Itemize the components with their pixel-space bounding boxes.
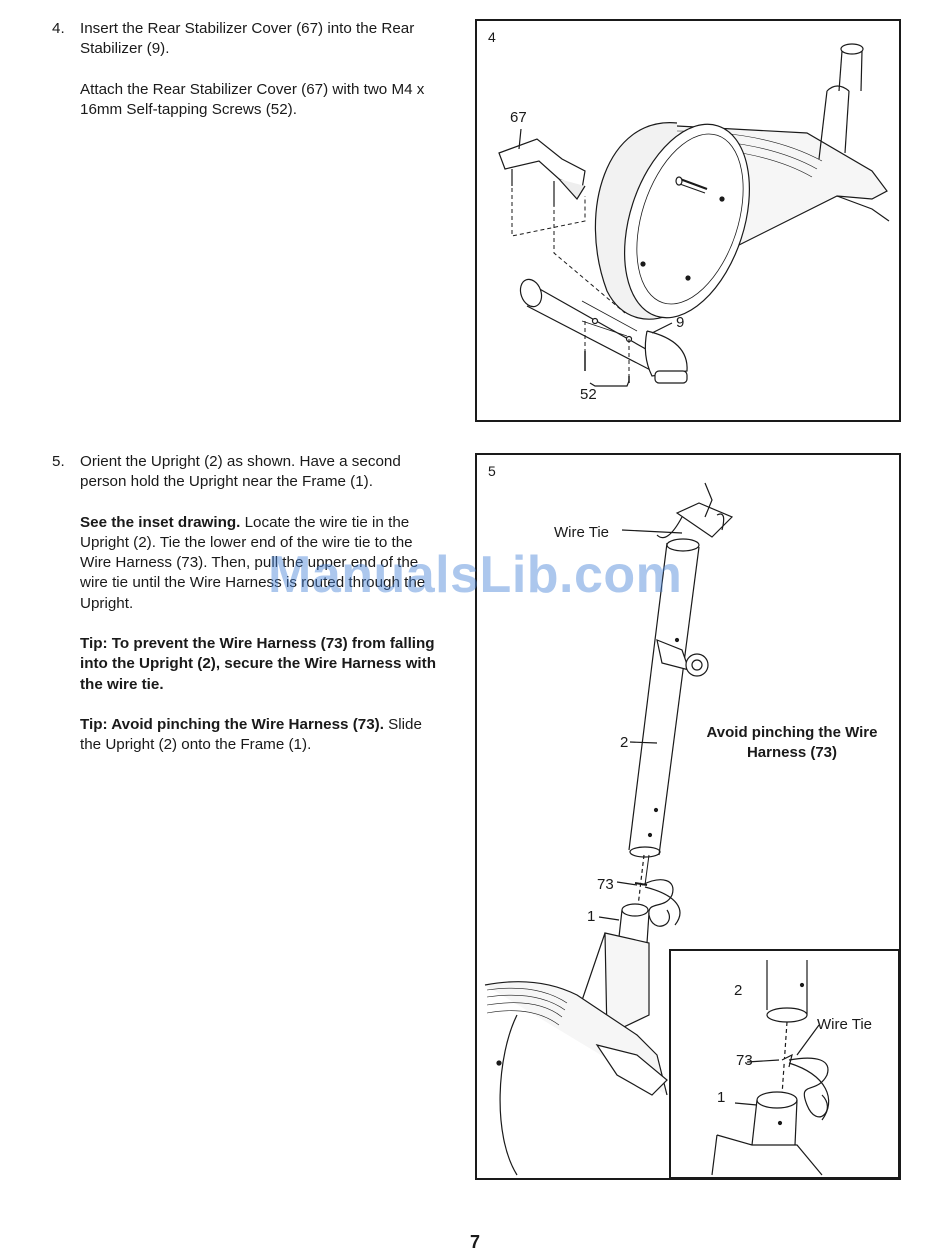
inset-callout-73: 73 bbox=[736, 1052, 753, 1069]
callout-1: 1 bbox=[587, 908, 596, 925]
inset-callout-1: 1 bbox=[717, 1089, 726, 1106]
figure-5-illustration bbox=[484, 482, 899, 1178]
step-5-inset-note: See the inset drawing. bbox=[80, 513, 241, 531]
step-5-tip-1: Tip: To prevent the Wire Harness (73) fr… bbox=[80, 634, 447, 695]
figure-4-illustration bbox=[498, 43, 890, 387]
callout-52: 52 bbox=[580, 386, 597, 403]
step-5-tip-2-text: Slide the Upright (2) onto the Frame (1)… bbox=[80, 715, 422, 754]
step-5-tip-1-text: Tip: To prevent the Wire Harness (73) fr… bbox=[80, 635, 436, 693]
step-4-paragraph-1: Insert the Rear Stabilizer Cover (67) in… bbox=[80, 20, 415, 58]
step-5-tip-2-title: Tip: Avoid pinching the Wire Harness (73… bbox=[80, 715, 384, 733]
callout-wire-tie: Wire Tie bbox=[554, 524, 610, 541]
step-5-tip-2: Tip: Avoid pinching the Wire Harness (73… bbox=[80, 715, 447, 756]
page-number: 7 bbox=[469, 1232, 480, 1252]
callout-9: 9 bbox=[676, 314, 685, 331]
avoid-pinching-note: Avoid pinching the Wire Harness (73) bbox=[706, 724, 878, 761]
step-4-paragraph-2: Attach the Rear Stabilizer Cover (67) wi… bbox=[80, 80, 425, 118]
figure-4-number: 4 bbox=[488, 29, 496, 45]
figure-5-panel: 5 Wire Tie 2 73 1 Avoid pinching the Wir… bbox=[475, 453, 901, 1180]
step-5-instructions: 5. Orient the Upright (2) as shown. Have… bbox=[52, 452, 447, 776]
figure-4-panel: 4 67 9 52 bbox=[475, 19, 901, 422]
step-4-instructions: 4. Insert the Rear Stabilizer Cover (67)… bbox=[52, 19, 447, 140]
step-4-number: 4. bbox=[52, 20, 65, 37]
step-5-paragraph-1: Orient the Upright (2) as shown. Have a … bbox=[80, 453, 401, 491]
step-5-number: 5. bbox=[52, 453, 65, 470]
callout-73: 73 bbox=[597, 876, 614, 893]
step-5-paragraph-2: See the inset drawing. Locate the wire t… bbox=[80, 513, 447, 614]
step-5-paragraph-2-text: Locate the wire tie in the Upright (2). … bbox=[80, 513, 426, 612]
inset-callout-2: 2 bbox=[734, 982, 743, 999]
watermark-logo: ManualsLib.com bbox=[268, 546, 683, 604]
figure-5-number: 5 bbox=[488, 463, 496, 479]
callout-67: 67 bbox=[510, 109, 527, 126]
callout-2: 2 bbox=[620, 734, 629, 751]
inset-callout-wire-tie: Wire Tie bbox=[817, 1016, 873, 1033]
